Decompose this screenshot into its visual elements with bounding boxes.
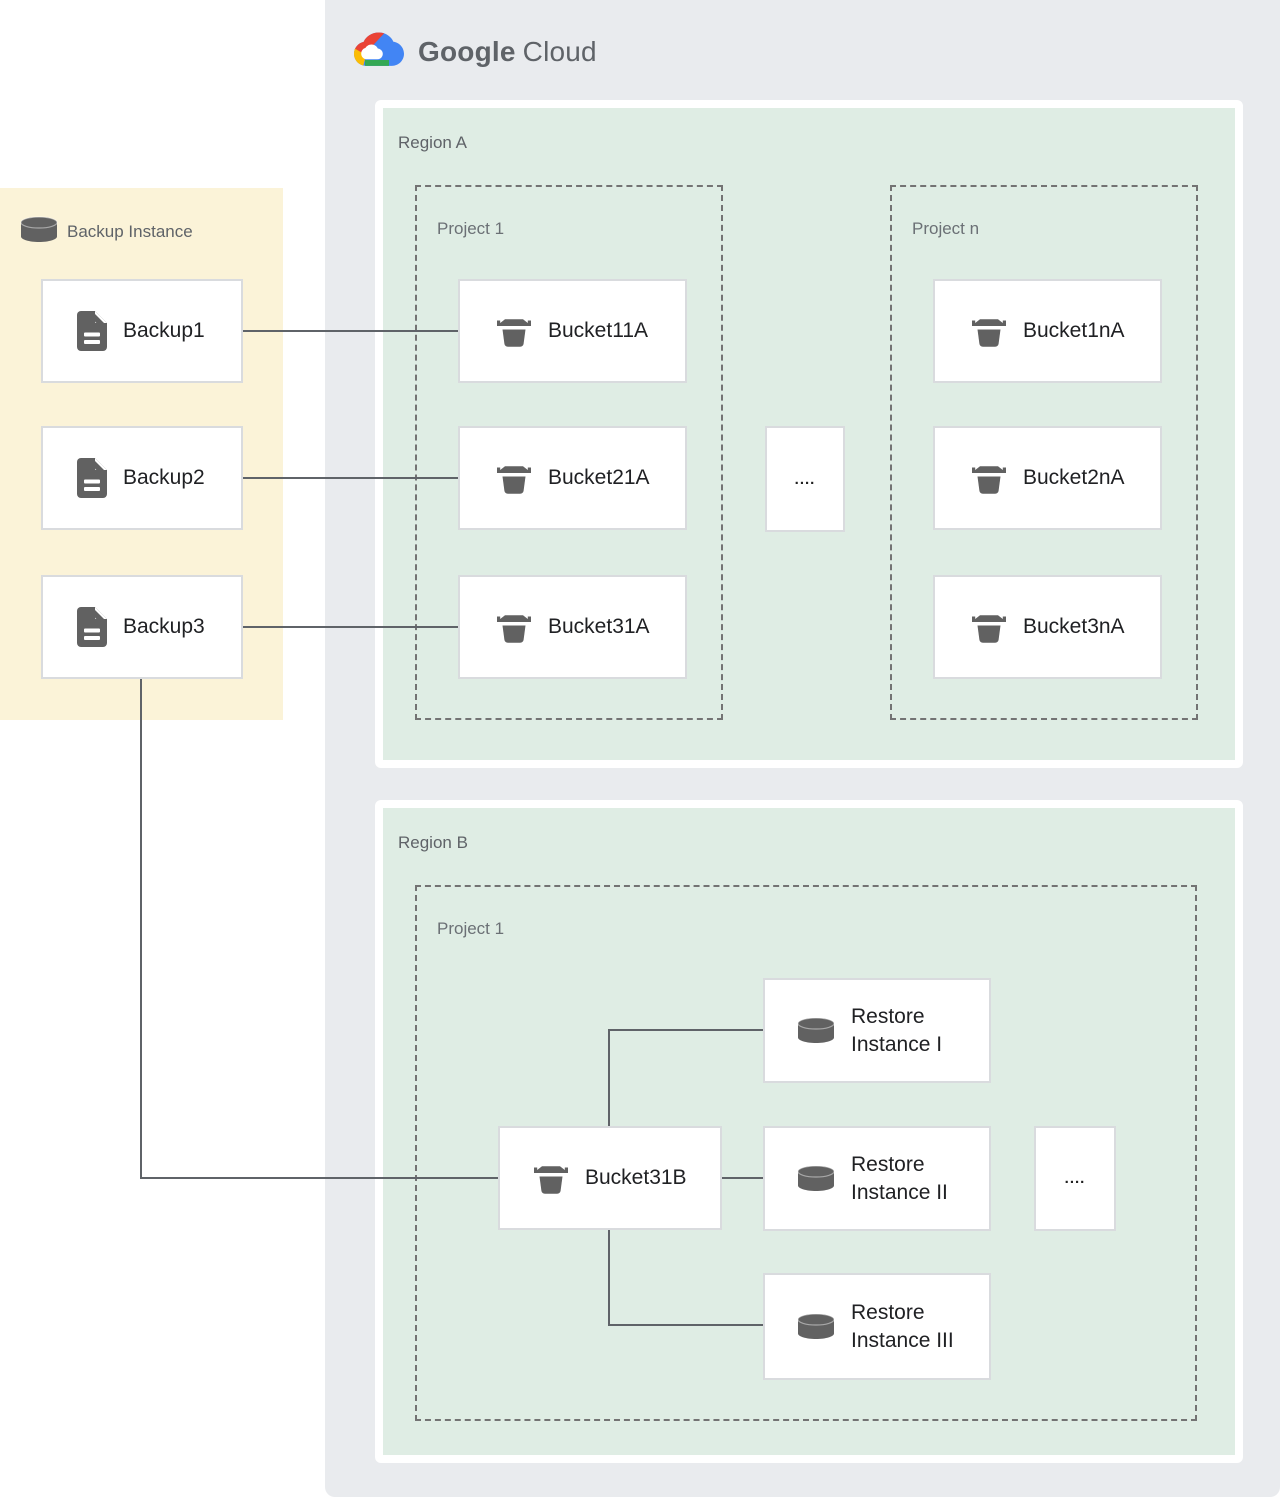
restore-2-line1: Restore <box>851 1152 925 1176</box>
bucket1na-node: Bucket1nA <box>933 279 1162 383</box>
database-icon <box>797 1017 835 1044</box>
connector-bucket31b-restore3 <box>608 1324 763 1326</box>
database-icon <box>20 216 58 248</box>
connector-backup3-down <box>140 679 142 1178</box>
backup1-label: Backup1 <box>123 319 205 342</box>
region-b-project-1-label: Project 1 <box>437 919 505 938</box>
bucket2na-label: Bucket2nA <box>1023 466 1125 489</box>
region-a-project-1-box <box>415 185 723 720</box>
bucket3na-label: Bucket3nA <box>1023 615 1125 638</box>
backup-instance-title: Backup Instance <box>67 222 193 241</box>
connector-bucket31b-restore2 <box>722 1177 763 1179</box>
logo-suffix-text: Cloud <box>522 35 597 67</box>
ellipsis-text: .... <box>1064 1170 1086 1187</box>
restore-instance-2-node: Restore Instance II <box>763 1126 991 1231</box>
backup1-node: Backup1 <box>41 279 243 383</box>
restore-instance-1-node: Restore Instance I <box>763 978 991 1083</box>
bucket11a-label: Bucket11A <box>548 319 649 342</box>
connector-backup3-bucket31a <box>243 626 458 628</box>
region-a-ellipsis-box: .... <box>765 426 845 532</box>
document-icon <box>76 310 108 352</box>
region-a-project-1-label: Project 1 <box>437 219 505 238</box>
bucket-icon <box>971 612 1007 643</box>
bucket11a-node: Bucket11A <box>458 279 687 383</box>
ellipsis-text: .... <box>794 470 816 488</box>
restore-instance-3-node: Restore Instance III <box>763 1273 991 1380</box>
restore-instance-2-label: Restore Instance II <box>851 1151 948 1207</box>
document-icon <box>76 457 108 499</box>
restore-2-line2: Instance II <box>851 1180 948 1204</box>
connector-bucket31b-up <box>608 1029 610 1126</box>
bucket31b-label: Bucket31B <box>585 1166 687 1189</box>
region-b-ellipsis-box: .... <box>1034 1126 1116 1231</box>
region-a-project-n-label: Project n <box>912 219 980 238</box>
region-a-project-n-box <box>890 185 1198 720</box>
backup3-label: Backup3 <box>123 615 205 638</box>
bucket31a-node: Bucket31A <box>458 575 687 679</box>
region-a-label: Region A <box>398 133 467 152</box>
google-cloud-icon <box>354 29 404 74</box>
restore-3-line2: Instance III <box>851 1328 954 1352</box>
region-b-project-1-box <box>415 885 1197 1421</box>
bucket-icon <box>971 463 1007 494</box>
database-icon <box>797 1165 835 1192</box>
backup3-node: Backup3 <box>41 575 243 679</box>
bucket1na-label: Bucket1nA <box>1023 319 1125 342</box>
bucket-icon <box>533 1163 569 1194</box>
restore-instance-1-label: Restore Instance I <box>851 1003 942 1059</box>
backup2-node: Backup2 <box>41 426 243 530</box>
bucket-icon <box>496 316 532 347</box>
restore-1-line1: Restore <box>851 1004 925 1028</box>
document-icon <box>76 606 108 648</box>
bucket21a-node: Bucket21A <box>458 426 687 530</box>
connector-bucket31b-restore1 <box>608 1029 763 1031</box>
logo-brand-text: Google <box>418 35 516 67</box>
region-b-label: Region B <box>398 833 468 852</box>
backup-instance-header: Backup Instance <box>20 216 193 248</box>
bucket31b-node: Bucket31B <box>498 1126 722 1230</box>
bucket-icon <box>971 316 1007 347</box>
bucket2na-node: Bucket2nA <box>933 426 1162 530</box>
database-icon <box>797 1313 835 1340</box>
connector-backup3-bucket31b <box>140 1177 498 1179</box>
restore-instance-3-label: Restore Instance III <box>851 1299 954 1355</box>
restore-1-line2: Instance I <box>851 1032 943 1056</box>
backup2-label: Backup2 <box>123 466 205 489</box>
connector-bucket31b-down <box>608 1230 610 1326</box>
connector-backup1-bucket11a <box>243 330 458 332</box>
bucket-icon <box>496 612 532 643</box>
connector-backup2-bucket21a <box>243 477 458 479</box>
restore-3-line1: Restore <box>851 1300 925 1324</box>
bucket21a-label: Bucket21A <box>548 466 650 489</box>
bucket3na-node: Bucket3nA <box>933 575 1162 679</box>
bucket31a-label: Bucket31A <box>548 615 650 638</box>
bucket-icon <box>496 463 532 494</box>
